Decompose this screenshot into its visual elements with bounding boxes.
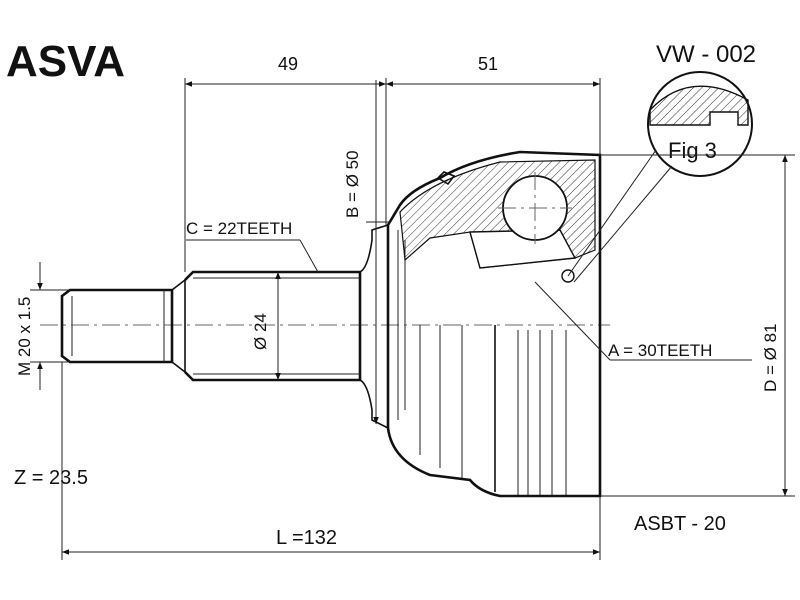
d-diameter-dimension: D = Ø 81 (600, 154, 795, 497)
fig-label: Fig 3 (668, 138, 717, 163)
a-teeth-callout: A = 30TEETH (534, 281, 752, 361)
brand-logo: ASVA (6, 37, 125, 86)
reference-code: ASBT - 20 (634, 513, 726, 535)
dim-49: 49 (278, 54, 298, 74)
fig-3-detail: Fig 3 (567, 71, 753, 283)
b-diameter-dimension: B = Ø 50 (343, 80, 390, 424)
dim-z-value: Z = 23.5 (14, 467, 88, 489)
dim-thread: M 20 x 1.5 (15, 297, 34, 376)
dim-total-length: L =132 (276, 527, 337, 549)
dim-a-teeth: A = 30TEETH (608, 341, 712, 360)
dim-shaft-diameter: Ø 24 (251, 313, 270, 350)
dim-b-diameter: B = Ø 50 (343, 150, 362, 218)
c-teeth-callout: C = 22TEETH (186, 219, 319, 273)
thread-dimension: M 20 x 1.5 (15, 262, 70, 390)
shaft-diameter-dimension: Ø 24 (251, 272, 281, 380)
splined-shaft (184, 224, 389, 429)
total-length-dimension: L =132 (61, 362, 601, 560)
threaded-end (60, 278, 186, 374)
top-length-dimensions: 49 51 (184, 54, 601, 272)
bell-housing (386, 150, 602, 498)
dim-c-teeth: C = 22TEETH (186, 219, 292, 238)
part-number: VW - 002 (656, 41, 756, 68)
dim-d-diameter: D = Ø 81 (761, 323, 780, 392)
dim-51: 51 (478, 54, 498, 74)
